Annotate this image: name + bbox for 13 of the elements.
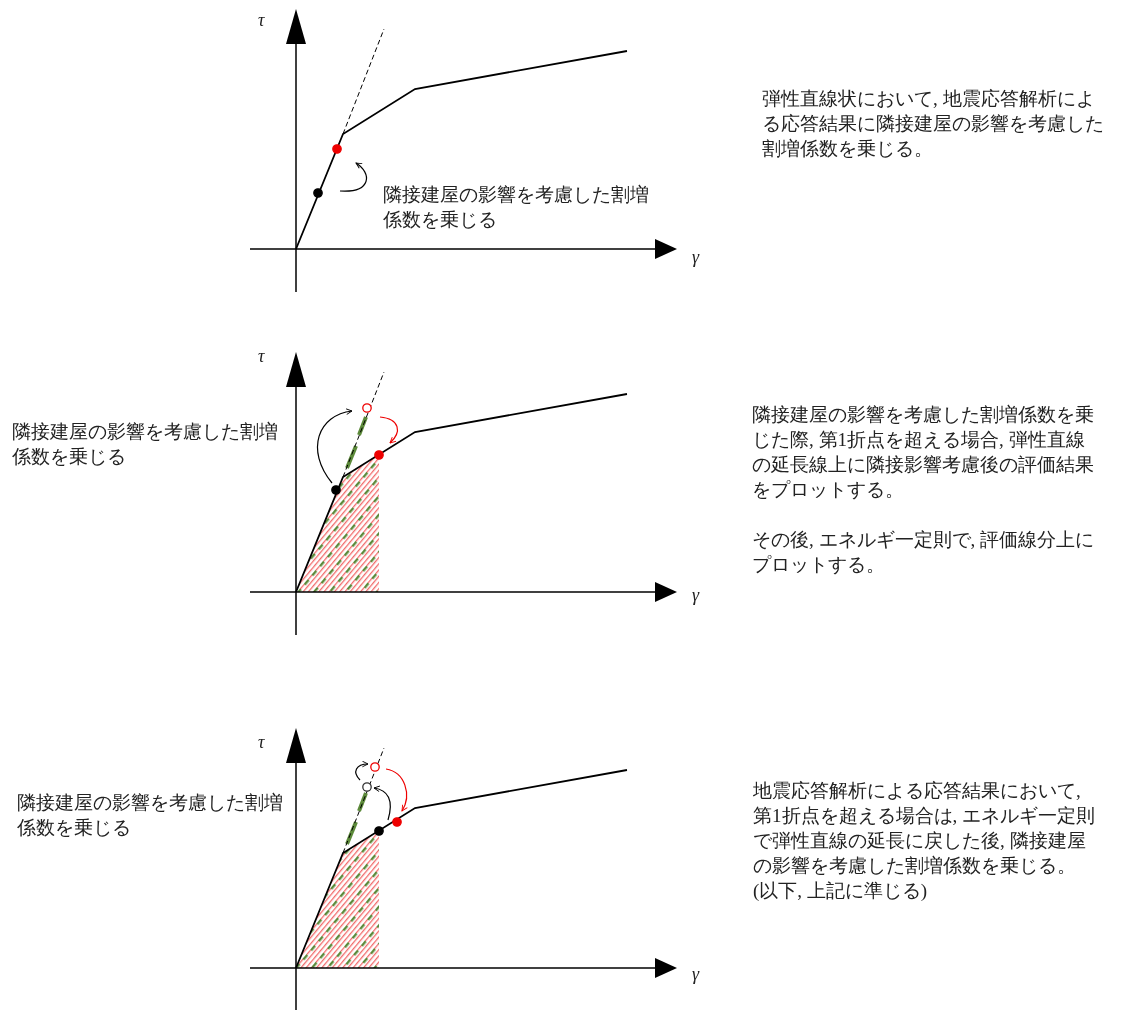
description-text: その後, エネルギ一定則で, 評価線分上にプロットする。 bbox=[752, 528, 1095, 577]
axis-label: γ bbox=[692, 246, 700, 269]
axis-label: γ bbox=[692, 963, 700, 986]
annotation-text: 隣接建屋の影響を考慮した割増係数を乗じる bbox=[383, 183, 650, 232]
axis-label: τ bbox=[258, 345, 265, 368]
description-text: 地震応答解析による応答結果において, 第1折点を超える場合は, エネルギ一定則で弾性直線の延長に戻した後, 隣接建屋の影響を考慮した割増係数を乗じる。(以下, 上記に準じる) bbox=[753, 779, 1096, 903]
annotation-text: 隣接建屋の影響を考慮した割増係数を乗じる bbox=[12, 420, 279, 469]
description-text: 隣接建屋の影響を考慮した割増係数を乗じた際, 第1折点を超える場合, 弾性直線の延長線上に隣接影響考慮後の評価結果をプロットする。 bbox=[752, 403, 1095, 502]
axis-label: τ bbox=[258, 731, 265, 754]
axis-label: τ bbox=[258, 9, 265, 32]
description-text: 弾性直線状において, 地震応答解析による応答結果に隣接建屋の影響を考慮した割増係数を乗じる。 bbox=[762, 87, 1105, 161]
annotation-text: 隣接建屋の影響を考慮した割増係数を乗じる bbox=[17, 791, 284, 840]
axis-label: γ bbox=[692, 584, 700, 607]
